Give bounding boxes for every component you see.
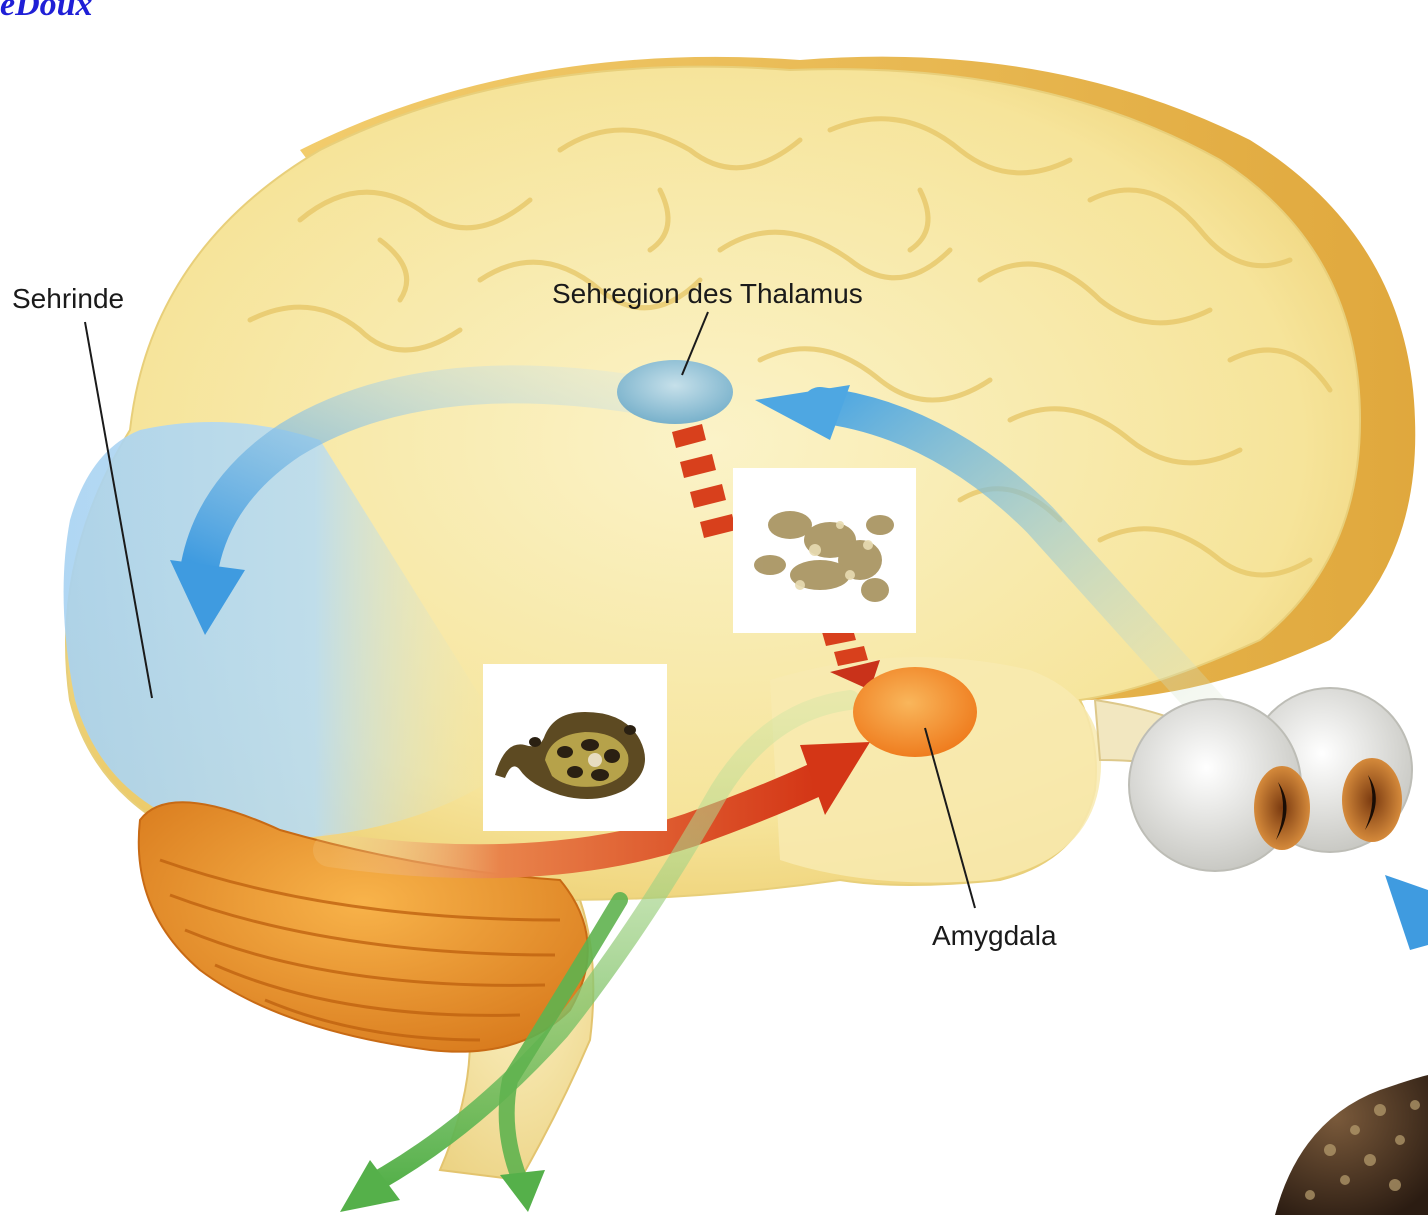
blurred-snake-image: [733, 468, 916, 633]
incoming-light-arrow: [1385, 875, 1428, 950]
snake-photo-corner: [1275, 1075, 1428, 1215]
visual-cortex-label: Sehrinde: [12, 283, 124, 315]
amygdala-output-arrowhead-2: [500, 1170, 545, 1212]
amygdala-label: Amygdala: [932, 920, 1057, 952]
amygdala-node: [853, 667, 977, 757]
clear-snake-image: [483, 664, 667, 831]
thalamus-node: [617, 360, 733, 424]
thalamus-label: Sehregion des Thalamus: [552, 278, 863, 310]
